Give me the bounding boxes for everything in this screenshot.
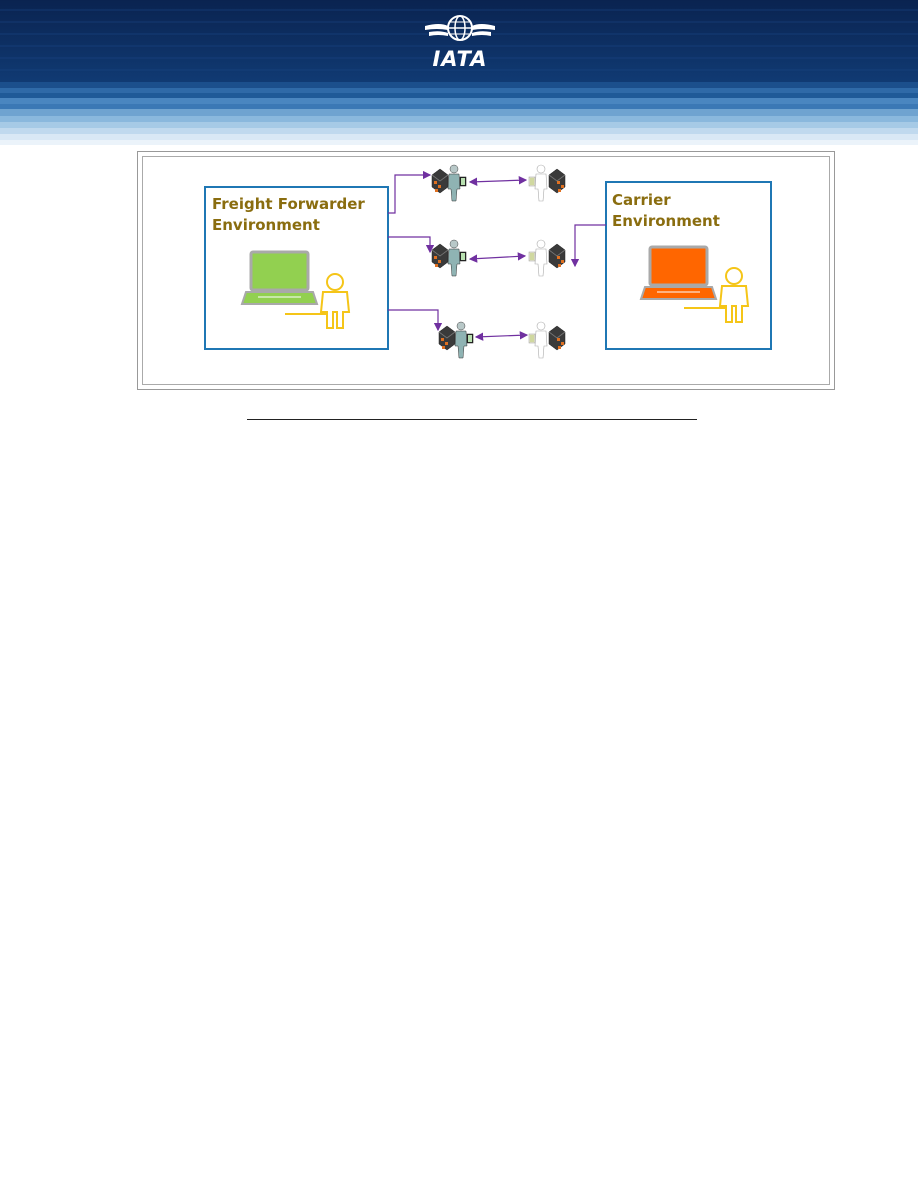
diagram-inner-border xyxy=(142,156,830,385)
iata-wordmark: IATA xyxy=(432,47,488,71)
carrier-environment-title: Carrier Environment xyxy=(612,191,720,230)
iata-logo: IATA xyxy=(415,8,505,71)
header-banner xyxy=(0,0,918,145)
globe-wings-icon xyxy=(425,15,495,41)
diagram-frame xyxy=(137,151,835,390)
forwarder-environment-title: Freight Forwarder Environment xyxy=(212,195,365,234)
separator-line xyxy=(247,419,697,420)
